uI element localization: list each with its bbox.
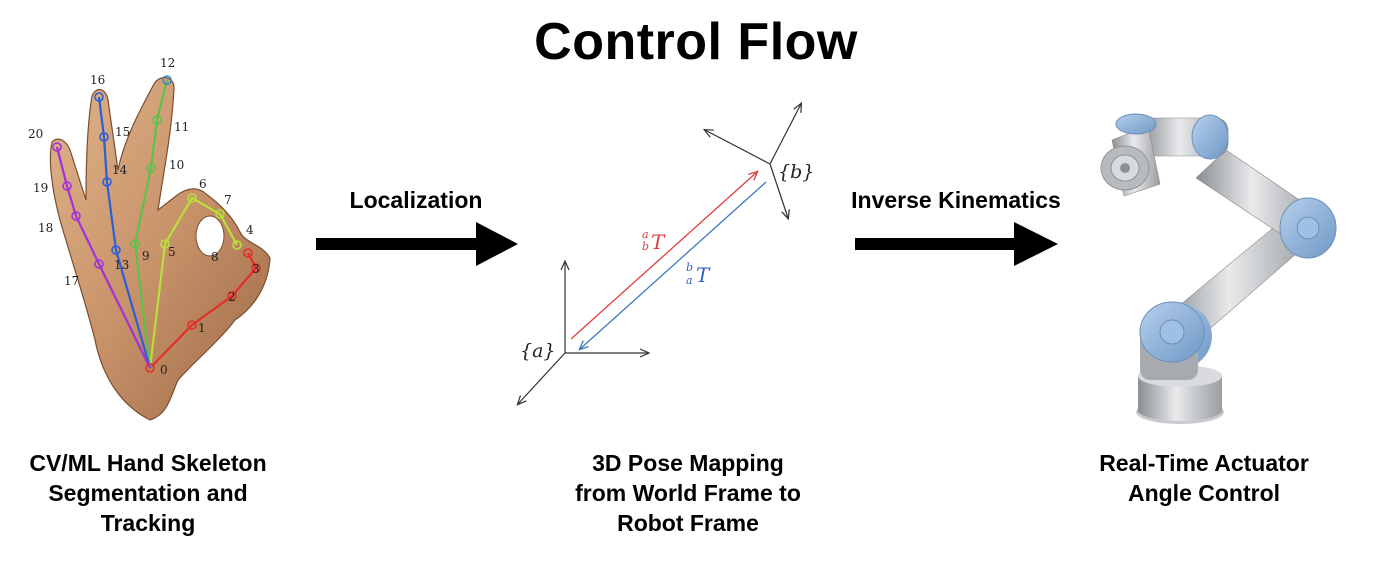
pinky-chain <box>55 146 151 369</box>
frame-b-axes <box>705 104 801 218</box>
pose-caption: 3D Pose Mapping from World Frame to Robo… <box>540 448 836 538</box>
keypoint-label-8: 8 <box>211 250 219 264</box>
keypoint-label-1: 1 <box>198 321 206 335</box>
keypoint-label-6: 6 <box>199 177 207 191</box>
keypoint-label-17: 17 <box>64 274 79 288</box>
keypoint-9 <box>130 239 140 249</box>
keypoint-17 <box>94 259 104 269</box>
transform-ba-sub: a <box>686 274 693 287</box>
keypoint-13 <box>111 245 121 255</box>
transform-ab-sub: b <box>642 240 649 253</box>
keypoint-label-16: 16 <box>90 73 105 87</box>
frame-a-label: {a} <box>520 340 556 362</box>
transform-b-to-a-arrow <box>580 181 767 349</box>
hand-caption: CV/ML Hand Skeleton Segmentation and Tra… <box>0 448 296 538</box>
hand-caption-line-2: Segmentation and <box>48 480 248 506</box>
transform-a-to-b-arrow <box>570 172 757 340</box>
transform-ab-sup: a <box>642 228 649 241</box>
keypoint-label-20: 20 <box>28 127 43 141</box>
keypoint-label-13: 13 <box>114 258 129 272</box>
keypoint-label-10: 10 <box>169 158 184 172</box>
keypoint-16 <box>94 92 104 102</box>
keypoint-label-15: 15 <box>115 125 130 139</box>
inverse-kinematics-arrow <box>855 222 1058 266</box>
keypoint-19 <box>62 181 72 191</box>
robot-arm-image <box>1100 113 1337 424</box>
keypoint-label-4: 4 <box>246 223 254 237</box>
keypoint-18 <box>71 211 81 221</box>
keypoint-11 <box>152 115 162 125</box>
transform-ba-sup: b <box>686 261 693 274</box>
keypoint-label-7: 7 <box>224 193 232 207</box>
pose-caption-line-2: from World Frame to <box>575 480 801 506</box>
keypoint-label-11: 11 <box>174 120 189 134</box>
keypoint-3 <box>251 263 261 273</box>
keypoint-8 <box>232 240 242 250</box>
inverse-kinematics-label: Inverse Kinematics <box>851 187 1061 213</box>
keypoint-0 <box>145 363 155 373</box>
keypoint-12 <box>162 75 172 85</box>
localization-arrow <box>316 222 518 266</box>
robot-caption-line-2: Angle Control <box>1127 480 1281 506</box>
page-title: Control Flow <box>534 13 858 71</box>
keypoint-6 <box>187 193 197 203</box>
keypoint-4 <box>243 248 253 258</box>
robot-caption: Real-Time Actuator Angle Control <box>1056 448 1352 508</box>
ring-chain <box>97 96 152 369</box>
keypoint-10 <box>146 163 156 173</box>
middle-chain <box>133 79 169 369</box>
keypoint-label-2: 2 <box>228 290 236 304</box>
transform-ab-symbol: T <box>651 230 666 254</box>
keypoint-label-9: 9 <box>142 249 150 263</box>
hand-keypoints: 0 1 2 3 4 5 6 7 8 9 10 11 12 13 14 15 16… <box>28 56 261 377</box>
hand-skeleton <box>55 79 258 369</box>
keypoint-14 <box>102 177 112 187</box>
keypoint-label-12: 12 <box>160 56 175 70</box>
robot-caption-line-1: Real-Time Actuator <box>1099 450 1309 476</box>
keypoint-20 <box>52 142 62 152</box>
frame-a-axes <box>518 262 648 404</box>
keypoint-label-18: 18 <box>38 221 53 235</box>
thumb-chain <box>149 252 258 369</box>
keypoint-label-5: 5 <box>168 245 176 259</box>
index-chain <box>148 196 238 369</box>
keypoint-label-14: 14 <box>112 163 128 177</box>
keypoint-5 <box>160 239 170 249</box>
keypoint-label-3: 3 <box>252 262 260 276</box>
keypoint-2 <box>227 291 237 301</box>
pose-caption-line-1: 3D Pose Mapping <box>592 450 784 476</box>
localization-label: Localization <box>349 187 483 213</box>
transform-ba-label: b a T <box>686 261 711 287</box>
keypoint-1 <box>187 320 197 330</box>
hand-caption-line-1: CV/ML Hand Skeleton <box>29 450 267 476</box>
keypoint-label-19: 19 <box>33 181 48 195</box>
transform-ab-label: a b T <box>642 228 666 254</box>
transform-ba-symbol: T <box>696 263 711 287</box>
hand-caption-line-3: Tracking <box>100 510 196 536</box>
pose-caption-line-3: Robot Frame <box>617 510 759 536</box>
keypoint-label-0: 0 <box>160 363 168 377</box>
keypoint-7 <box>215 209 225 219</box>
frame-b-label: {b} <box>778 161 814 183</box>
keypoint-15 <box>99 132 109 142</box>
